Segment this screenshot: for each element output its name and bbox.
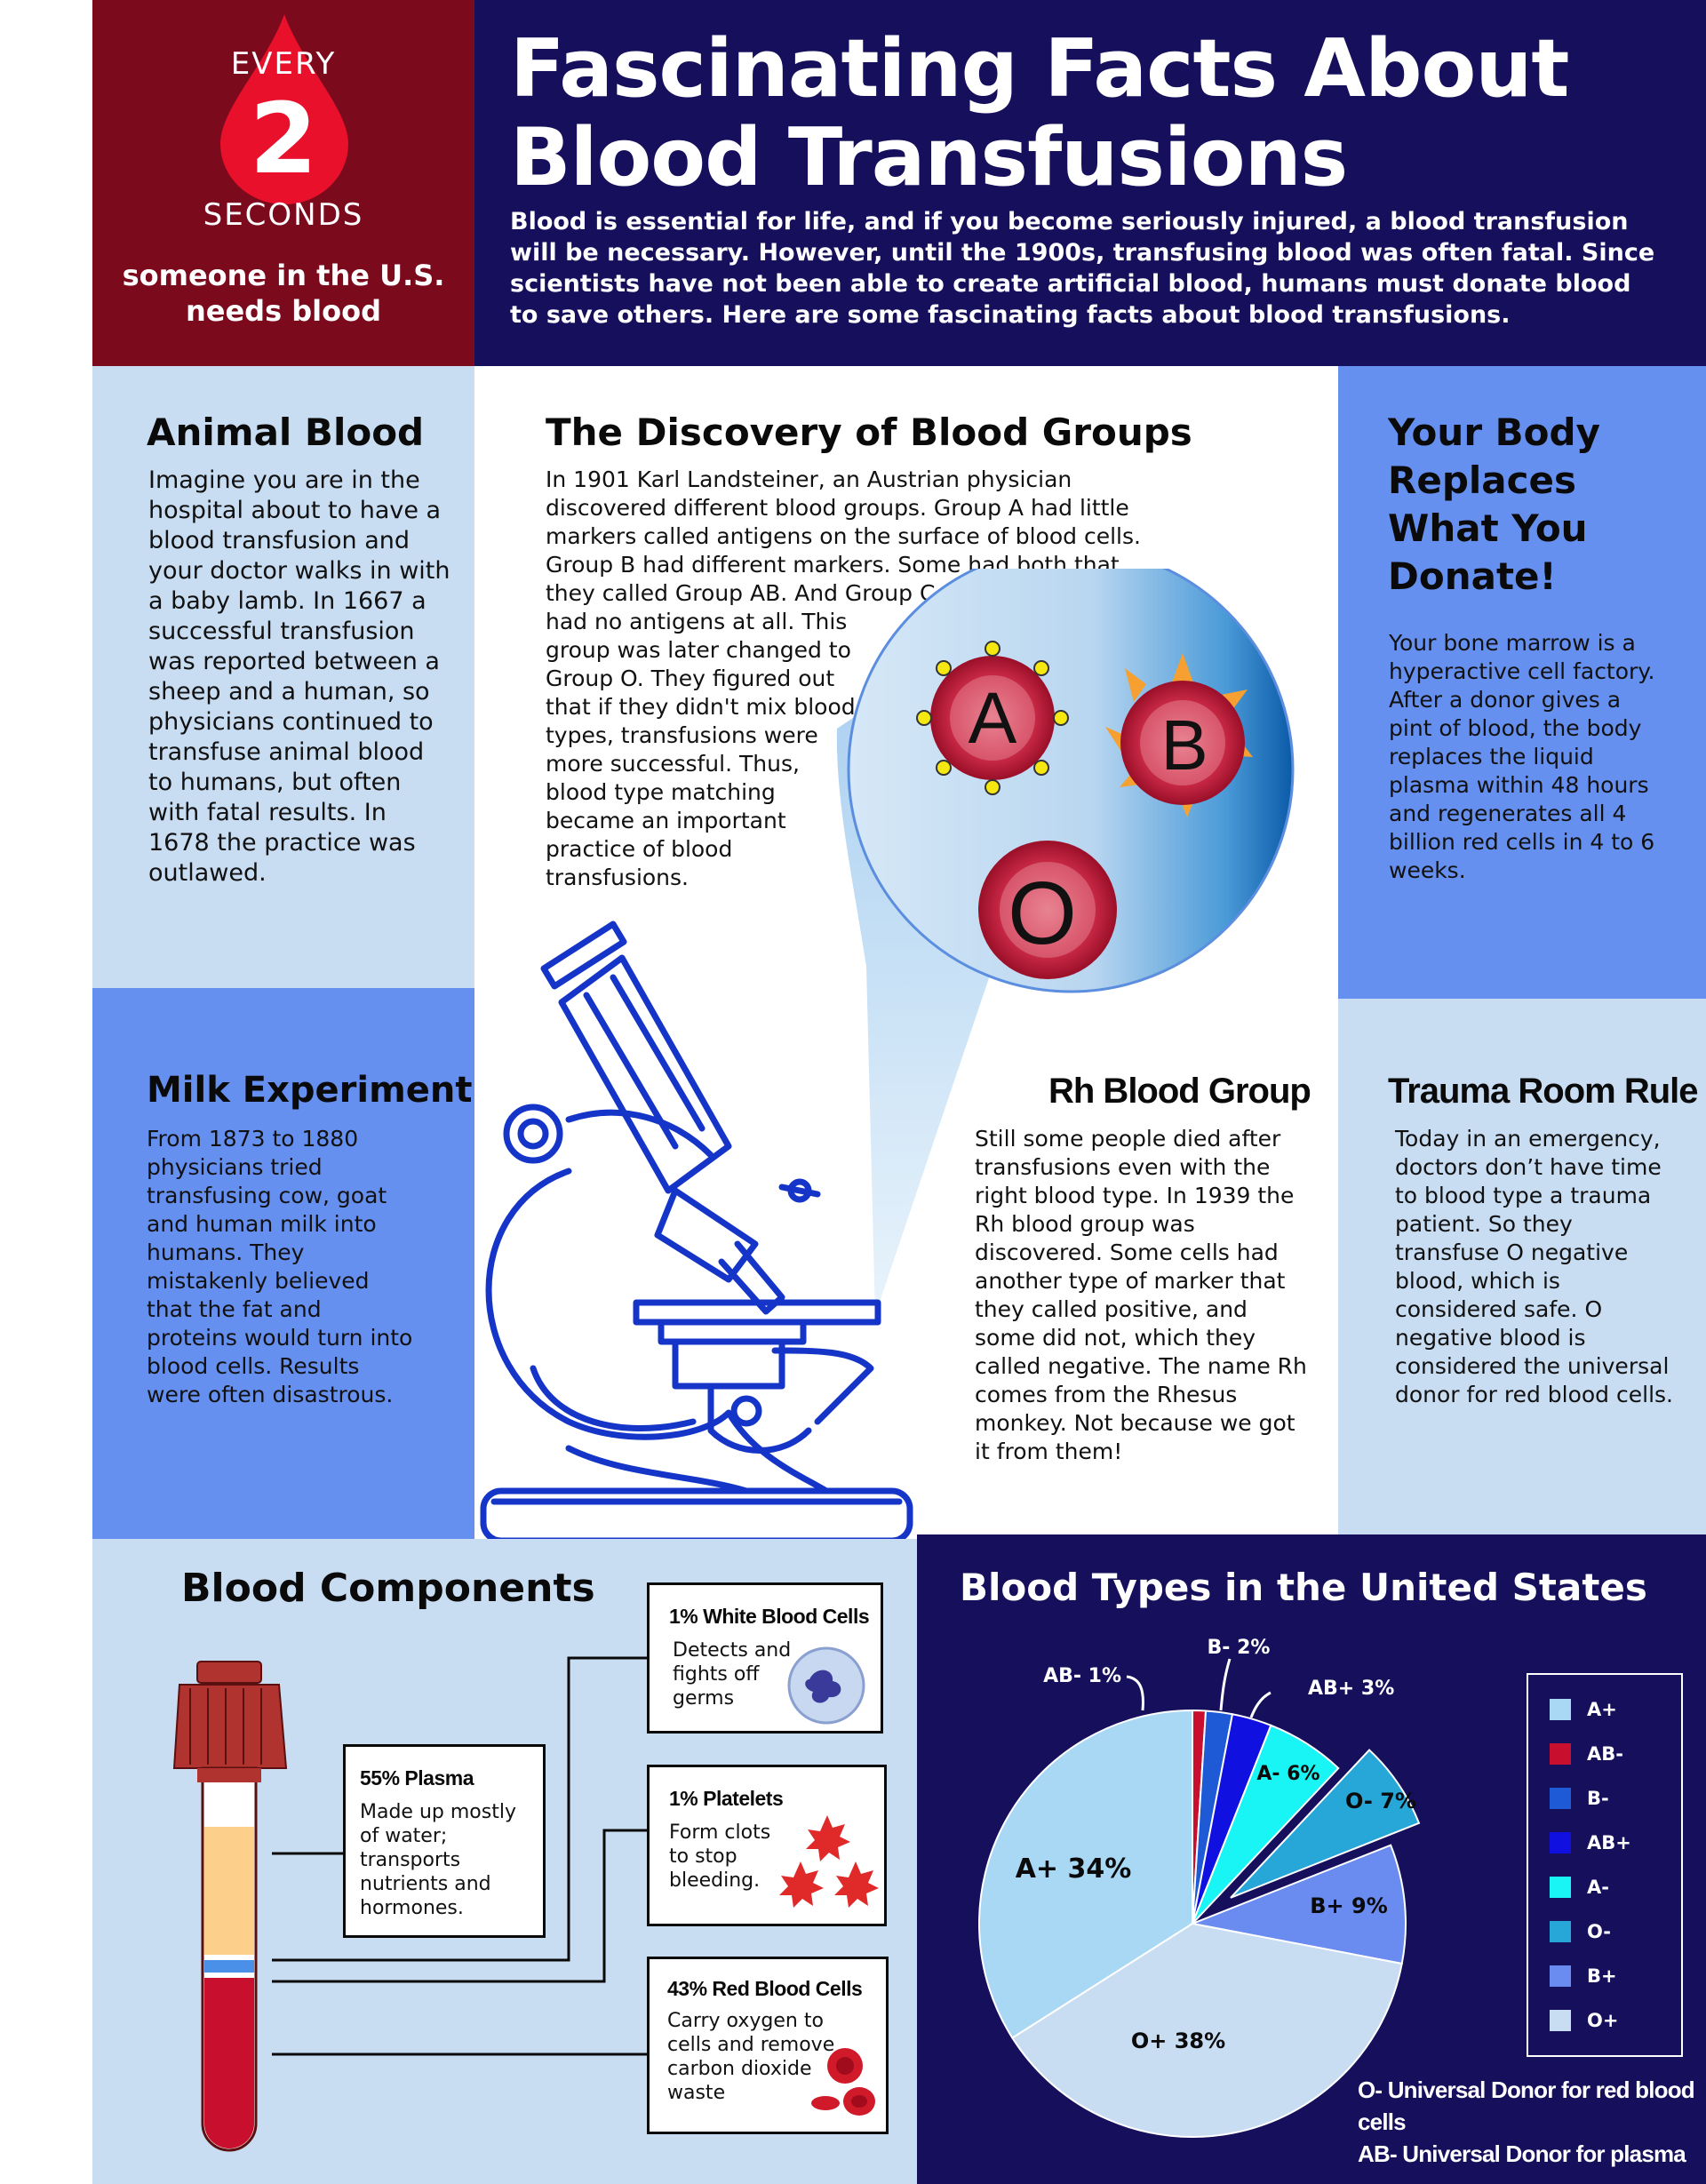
tube-cap-icon: [172, 1661, 288, 1769]
pie-slice-B-negpos: [1189, 1844, 1407, 1965]
legend-label: AB+: [1587, 1832, 1631, 1853]
pie-slice-A-negpos: [978, 1709, 1193, 2039]
rbc-text: Carry oxygen to cells and remove carbon …: [667, 2010, 835, 2104]
legend-label: B-: [1587, 1788, 1609, 1809]
white-blood-cells-box: 1% White Blood Cells Detects and fights …: [647, 1582, 883, 1734]
red-blood-cells-box: 43% Red Blood Cells Carry oxygen to cell…: [647, 1957, 889, 2134]
platelets-title: 1% Platelets: [669, 1787, 784, 1810]
note-ab-negative: AB- Universal Donor for plasma: [1358, 2140, 1686, 2167]
badge-every: EVERY: [230, 46, 337, 82]
animal-blood-title: Animal Blood: [147, 410, 425, 454]
legend-label: A-: [1587, 1877, 1609, 1898]
title-line-1: Fascinating Facts About: [510, 22, 1569, 116]
pie-data-label: AB- 1%: [1043, 1665, 1121, 1687]
pie-slice-O-neg: [1230, 1749, 1421, 1899]
wbc-title: 1% White Blood Cells: [669, 1605, 870, 1628]
legend-swatch: [1550, 1743, 1571, 1765]
pie-slice-A-neg: [1192, 1724, 1340, 1925]
microscope-illustration: A B O: [480, 569, 1295, 1544]
body-replaces-title: Your Body Replaces What You Donate!: [1388, 410, 1600, 598]
chart-legend: A+ AB- B- AB+ A- O- B+ O+: [1527, 1673, 1683, 2057]
rbc-title: 43% Red Blood Cells: [667, 1977, 863, 2000]
red-blood-cells-icon: [811, 2048, 875, 2116]
badge-number: 2: [249, 82, 318, 195]
discovery-title: The Discovery of Blood Groups: [546, 410, 1192, 454]
badge-caption: someone in the U.S. needs blood: [122, 259, 445, 328]
chart-notes: O- Universal Donor for red blood cells A…: [1358, 2074, 1706, 2170]
cell-o-icon: [978, 841, 1117, 979]
legend-swatch: [1550, 2010, 1571, 2031]
platelets-text: Form clots to stop bleeding.: [669, 1821, 771, 1892]
legend-label: O-: [1587, 1921, 1611, 1942]
milk-experiment-title: Milk Experiment: [147, 1070, 473, 1111]
legend-label: O+: [1587, 2010, 1619, 2031]
page-title: Fascinating Facts About Blood Transfusio…: [510, 25, 1683, 203]
platelets-box: 1% Platelets Form clots to stop bleeding…: [647, 1765, 887, 1926]
intro-text: Blood is essential for life, and if you …: [510, 208, 1655, 329]
milk-experiment-panel: [92, 988, 474, 1539]
pie-data-label: B+ 9%: [1310, 1893, 1388, 1918]
discovery-text-top: In 1901 Karl Landsteiner, an Austrian ph…: [546, 466, 1141, 606]
cell-b-label: B: [1160, 705, 1208, 785]
badge-seconds: SECONDS: [203, 197, 364, 233]
body-replaces-text: Your bone marrow is a hyperactive cell f…: [1389, 630, 1655, 883]
cell-b-icon: [1105, 653, 1253, 817]
legend-swatch: [1550, 1699, 1571, 1720]
note-o-negative: O- Universal Donor for red blood cells: [1358, 2076, 1695, 2135]
title-line-2: Blood Transfusions: [510, 111, 1348, 204]
trauma-text: Today in an emergency, doctors don’t hav…: [1395, 1126, 1673, 1407]
legend-label: B+: [1587, 1965, 1617, 1987]
pie-data-label: O- 7%: [1345, 1789, 1416, 1813]
body-replaces-panel: [1338, 366, 1706, 999]
wbc-text: Detects and fights off germs: [673, 1639, 792, 1710]
blood-types-pie-chart: A+ 34% AB- 1% B- 2% AB+ 3% A- 6% O- 7% B+ 9% O+…: [978, 1637, 1421, 2138]
discovery-text-bottom: had no antigens at all. This group was l…: [546, 609, 856, 890]
cell-a-icon: [916, 641, 1069, 795]
pie-data-label: A+ 34%: [1016, 1853, 1132, 1885]
animal-blood-panel: [92, 366, 474, 988]
white-blood-cell-icon: [787, 1646, 865, 1725]
legend-label: AB-: [1587, 1743, 1623, 1765]
leader-line: [1249, 1691, 1272, 1718]
pie-data-label: AB+ 3%: [1308, 1678, 1394, 1700]
leader-line: [1219, 1658, 1232, 1711]
plasma-box: 55% Plasma Made up mostly of water; tran…: [343, 1744, 546, 1938]
legend-swatch: [1550, 1877, 1571, 1898]
rh-title: Rh Blood Group: [1048, 1072, 1311, 1111]
legend-swatch: [1550, 1921, 1571, 1942]
plasma-title: 55% Plasma: [360, 1766, 474, 1789]
blood-tube-diagram: [172, 1656, 649, 2152]
blood-drop-icon: [220, 14, 348, 204]
trauma-room-panel: [1338, 999, 1706, 1534]
platelets-icon: [779, 1815, 879, 1908]
pie-data-label: A- 6%: [1256, 1763, 1319, 1785]
legend-swatch: [1550, 1788, 1571, 1809]
legend-swatch: [1550, 1965, 1571, 1987]
milk-experiment-text: From 1873 to 1880 physicians tried trans…: [147, 1126, 413, 1407]
rh-text: Still some people died after transfusion…: [975, 1126, 1307, 1464]
leader-line: [1126, 1675, 1144, 1711]
pie-data-label: B- 2%: [1208, 1637, 1271, 1659]
header-title-panel: [474, 0, 1706, 366]
legend-swatch: [1550, 1832, 1571, 1853]
cell-a-label: A: [969, 678, 1017, 759]
chart-title: Blood Types in the United States: [960, 1566, 1647, 1609]
pie-data-label: O+ 38%: [1131, 2029, 1225, 2053]
components-title: Blood Components: [181, 1566, 595, 1611]
legend-label: A+: [1587, 1699, 1617, 1720]
pie-slice-O-negpos: [1010, 1922, 1403, 2138]
plasma-text: Made up mostly of water; transports nutr…: [360, 1801, 516, 1919]
animal-blood-text: Imagine you are in the hospital about to…: [148, 466, 450, 887]
trauma-title: Trauma Room Rule: [1388, 1072, 1699, 1111]
cell-o-label: O: [1008, 864, 1077, 963]
